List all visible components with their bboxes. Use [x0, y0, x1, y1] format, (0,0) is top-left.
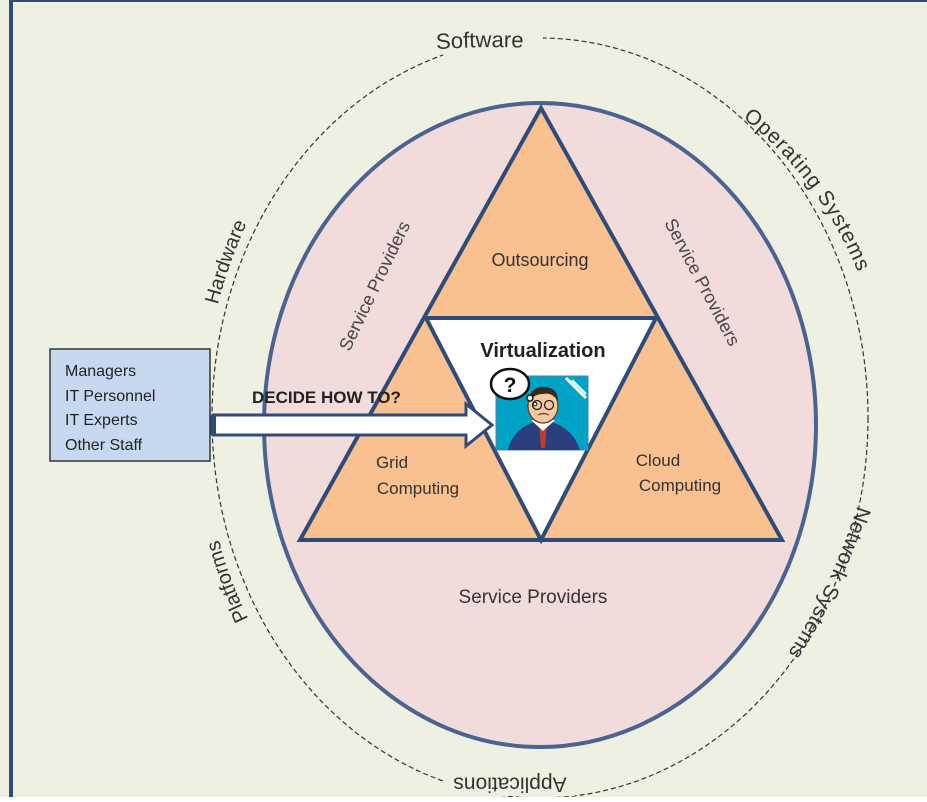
label-applications: Applications — [453, 772, 566, 795]
actor-item: IT Personnel — [65, 388, 155, 405]
frame-top-border — [9, 0, 927, 2]
thought-bubble-dot-small — [532, 401, 538, 407]
actor-item: Other Staff — [65, 437, 143, 454]
actor-item: IT Experts — [65, 412, 138, 429]
thought-bubble-dot — [526, 394, 534, 402]
person-bg-stroke — [564, 376, 588, 400]
person-mouth — [537, 412, 550, 416]
frame-left-border — [9, 0, 13, 797]
label-grid-computing: Computing — [377, 479, 459, 498]
person-hair — [528, 386, 558, 402]
label-software: Software — [435, 27, 524, 54]
actor-item: Managers — [65, 363, 136, 380]
thinking-person-illustration: ? — [489, 367, 589, 451]
ring-gap-software — [443, 33, 543, 57]
label-service-providers-bottom: Service Providers — [459, 587, 608, 608]
label-virtualization: Virtualization — [480, 340, 605, 362]
decide-arrow-shape — [211, 400, 495, 450]
person-collar — [531, 420, 555, 431]
person-glasses-left — [531, 399, 543, 411]
thought-bubble — [489, 367, 531, 401]
ring-gap-applications — [445, 770, 575, 796]
decide-arrow — [210, 400, 495, 450]
arrow-label: DECIDE HOW TO? — [252, 388, 401, 407]
label-outsourcing: Outsourcing — [491, 250, 588, 270]
person-glasses-right — [543, 399, 555, 411]
label-grid: Grid — [376, 453, 408, 472]
thought-question-mark: ? — [504, 374, 517, 397]
decide-arrow-tail — [210, 415, 216, 435]
actors-box — [49, 348, 211, 462]
label-cloud: Cloud — [636, 451, 680, 470]
label-cloud-computing: Computing — [639, 476, 721, 495]
person-bg-stroke — [571, 379, 587, 395]
